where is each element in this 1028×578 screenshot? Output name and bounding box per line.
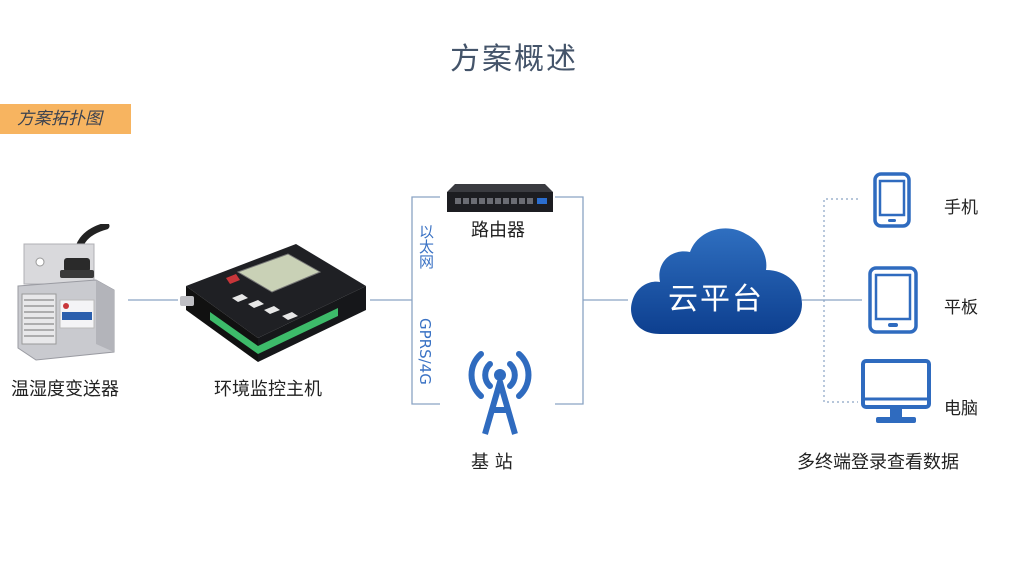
terminals-dotted-bracket (823, 198, 858, 403)
controller-device-icon (180, 244, 366, 362)
tablet-icon[interactable] (867, 266, 919, 334)
phone-icon[interactable] (872, 172, 912, 228)
ethernet-link-label: 以太网 (417, 224, 435, 269)
sensor-label: 温湿度变送器 (11, 379, 119, 400)
cellular-link-label: GPRS/4G (416, 318, 434, 385)
base-station-icon[interactable] (455, 342, 545, 442)
controller-label: 环境监控主机 (214, 379, 322, 400)
computer-label: 电脑 (944, 399, 978, 419)
page-title: 方案概述 (450, 42, 578, 77)
section-tag: 方案拓扑图 (0, 104, 131, 134)
right-bracket (555, 196, 584, 405)
tablet-label: 平板 (944, 298, 978, 318)
computer-icon[interactable] (860, 358, 932, 426)
terminals-caption: 多终端登录查看数据 (797, 452, 959, 473)
cloud-icon[interactable] (626, 222, 806, 340)
cloud-label: 云平台 (668, 282, 764, 317)
base-station-label: 基 站 (471, 452, 513, 473)
sensor-device-icon (17, 224, 115, 361)
router-icon[interactable] (445, 178, 555, 216)
router-label: 路由器 (471, 220, 525, 241)
phone-label: 手机 (944, 198, 978, 218)
left-bracket (411, 196, 440, 405)
